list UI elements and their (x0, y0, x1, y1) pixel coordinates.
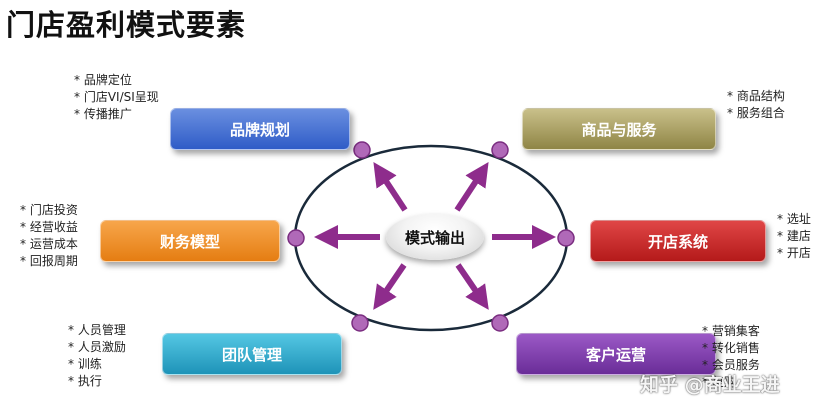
team-bullet-list: 人员管理 人员激励 训练 执行 (68, 322, 126, 390)
bullet-item: 运营成本 (20, 236, 78, 253)
bullet-item: 经营收益 (20, 219, 78, 236)
goods-bullet-list: 商品结构 服务组合 (727, 88, 785, 122)
store-bullet-list: 选址 建店 开店 (777, 211, 811, 262)
bullet-item: 商品结构 (727, 88, 785, 105)
bullet-item: 选址 (777, 211, 811, 228)
bullet-item: 人员激励 (68, 339, 126, 356)
bullet-item: 传播推广 (74, 106, 159, 123)
customer-bullet-list: 营销集客 转化销售 会员服务 复购 (702, 323, 760, 391)
bullet-item: 人员管理 (68, 322, 126, 339)
goods-services-box: 商品与服务 (522, 108, 716, 150)
bullet-item: 复购 (702, 374, 760, 391)
team-management-box: 团队管理 (162, 333, 342, 375)
bullet-item: 营销集客 (702, 323, 760, 340)
bullet-item: 服务组合 (727, 105, 785, 122)
customer-operation-box: 客户运营 (516, 333, 716, 375)
watermark-text: 知乎 @商业王进 (640, 374, 780, 396)
finance-bullet-list: 门店投资 经营收益 运营成本 回报周期 (20, 202, 78, 270)
node-dot-customer (491, 314, 509, 332)
bullet-item: 回报周期 (20, 253, 78, 270)
bullet-item: 执行 (68, 373, 126, 390)
bullet-item: 门店VI/SI呈现 (74, 89, 159, 106)
node-dot-goods (491, 141, 509, 159)
node-dot-store (557, 229, 575, 247)
node-dot-brand (353, 141, 371, 159)
bullet-item: 品牌定位 (74, 72, 159, 89)
bullet-item: 建店 (777, 228, 811, 245)
arrow-to-brand (373, 161, 408, 212)
bullet-item: 门店投资 (20, 202, 78, 219)
finance-model-box: 财务模型 (100, 220, 280, 262)
arrow-to-team (373, 263, 407, 310)
arrow-to-customer (455, 263, 489, 310)
center-node: 模式输出 (386, 214, 484, 260)
node-dot-finance (287, 229, 305, 247)
store-system-box: 开店系统 (590, 220, 766, 262)
bullet-item: 训练 (68, 356, 126, 373)
bullet-item: 会员服务 (702, 357, 760, 374)
arrow-to-goods (454, 161, 489, 212)
bullet-item: 转化销售 (702, 340, 760, 357)
brand-planning-box: 品牌规划 (170, 108, 350, 150)
page-title: 门店盈利模式要素 (6, 8, 247, 42)
brand-bullet-list: 品牌定位 门店VI/SI呈现 传播推广 (74, 72, 159, 123)
node-dot-team (351, 314, 369, 332)
bullet-item: 开店 (777, 245, 811, 262)
